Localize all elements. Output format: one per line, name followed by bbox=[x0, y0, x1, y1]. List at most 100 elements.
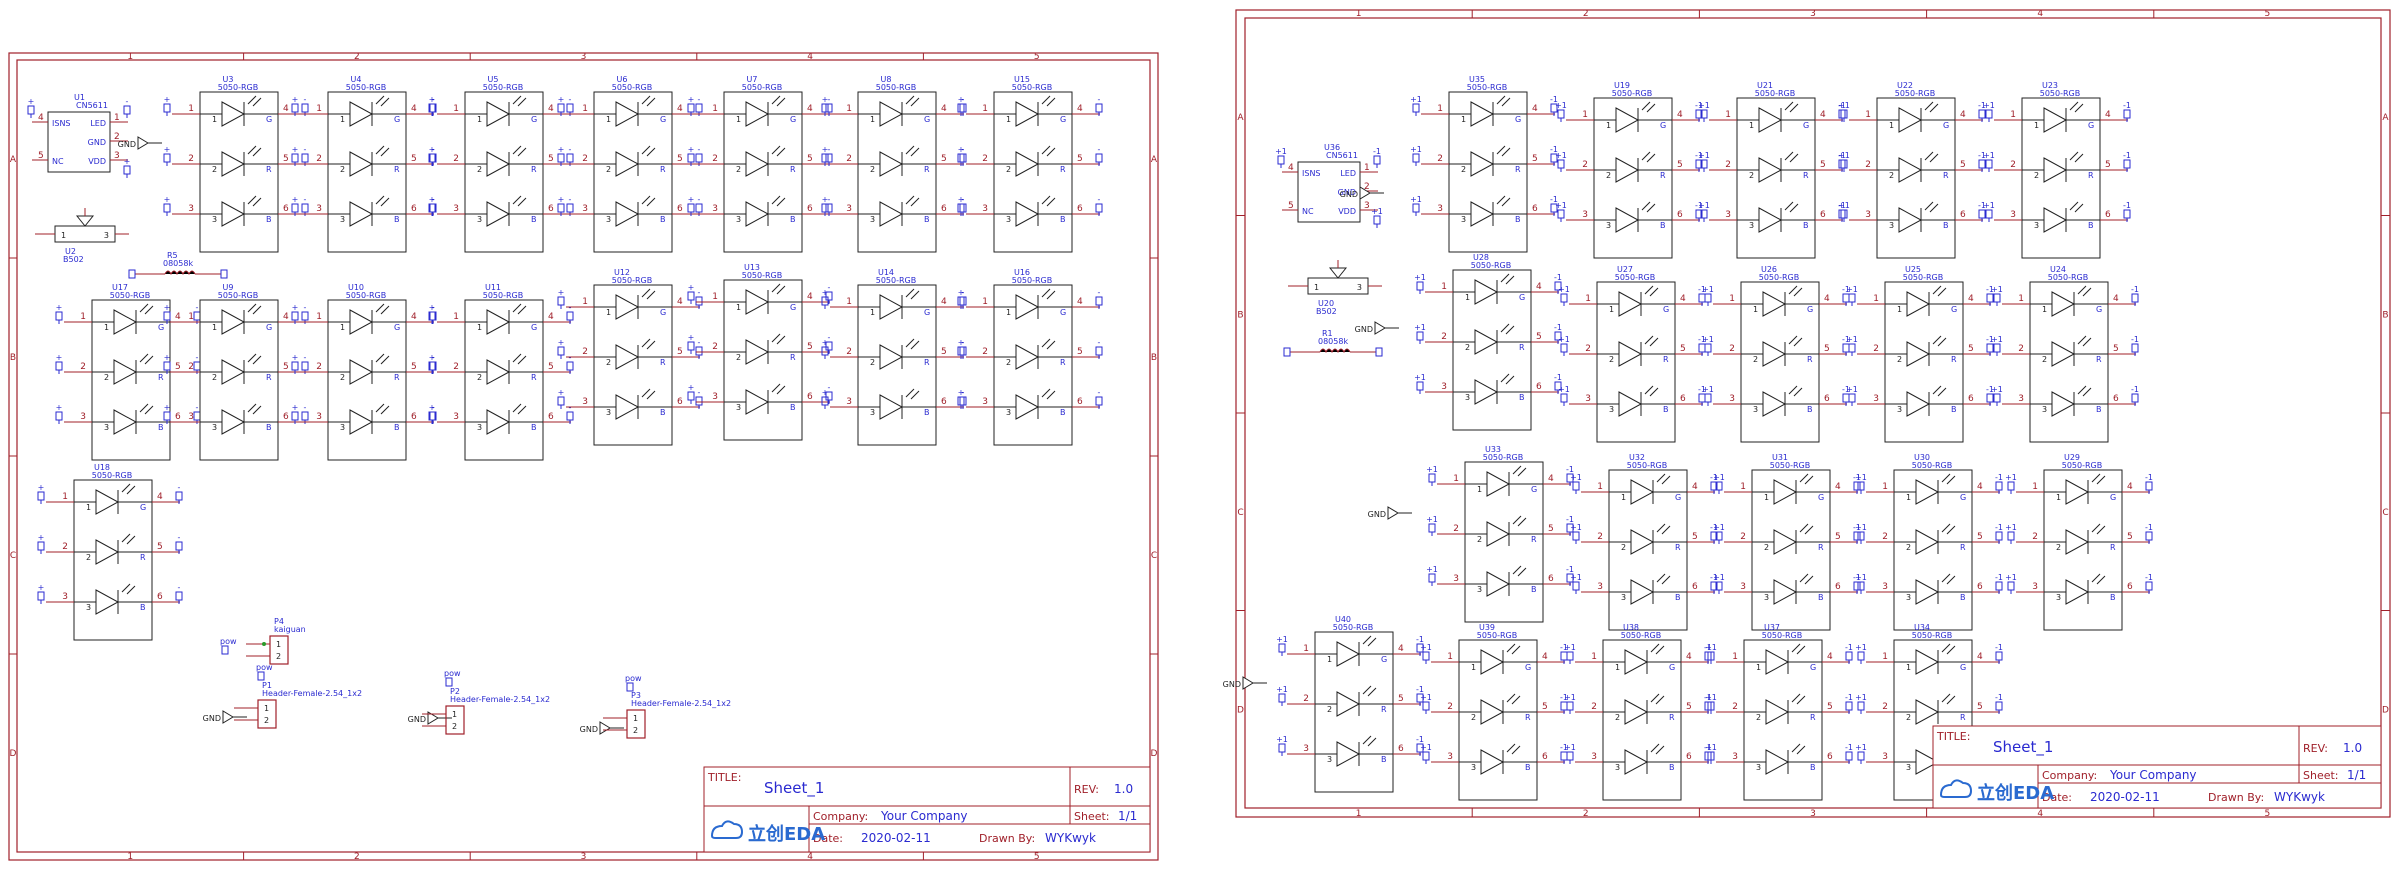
component-part: 5050-RGB bbox=[218, 291, 259, 300]
pin-name: R bbox=[790, 165, 796, 174]
component-ref: U17 bbox=[112, 283, 128, 292]
diode-triangle bbox=[221, 151, 246, 177]
diode-triangle bbox=[349, 409, 374, 435]
flag-label: +1 bbox=[1276, 735, 1288, 744]
pin-number: 5 bbox=[2113, 344, 2119, 354]
flag-box bbox=[1422, 701, 1430, 711]
net-flag: +1 bbox=[1838, 151, 1850, 172]
pin-number: 5 bbox=[677, 347, 683, 357]
diode-triangle bbox=[95, 589, 120, 615]
component-body bbox=[723, 91, 803, 253]
pin-number-inner: 1 bbox=[870, 115, 875, 124]
pin-number: 6 bbox=[411, 204, 417, 214]
component-ref: U32 bbox=[1629, 453, 1645, 462]
flag-label: +1 bbox=[1713, 523, 1725, 532]
tb-rev-label: REV: bbox=[1074, 783, 1099, 796]
diode-triangle bbox=[221, 101, 246, 127]
flag-label: +1 bbox=[1983, 101, 1995, 110]
pin-number-inner: 2 bbox=[606, 358, 611, 367]
net-flag: +1 bbox=[1564, 643, 1576, 664]
flag-label: -1 bbox=[1704, 743, 1712, 752]
emission-arrow bbox=[1650, 643, 1665, 655]
component-part: 5050-RGB bbox=[612, 83, 653, 92]
gnd-symbol: GND bbox=[1368, 506, 1412, 520]
flag-box bbox=[1853, 481, 1861, 491]
diode-triangle bbox=[221, 359, 246, 385]
pin-number: 3 bbox=[1732, 752, 1738, 762]
pin-number: 1 bbox=[1725, 110, 1731, 120]
pin-name: B bbox=[1531, 585, 1537, 594]
component-body bbox=[1458, 639, 1538, 801]
zone-label-bottom: 2 bbox=[1583, 809, 1589, 819]
pin-number-inner: 1 bbox=[1006, 308, 1011, 317]
diode-triangle bbox=[615, 101, 640, 127]
pin-name: R bbox=[1943, 171, 1949, 180]
pin-number: 1 bbox=[1740, 482, 1746, 492]
flag-box bbox=[2007, 531, 2015, 541]
net-flag: -1 bbox=[1978, 151, 1986, 172]
pin-name: R bbox=[660, 358, 666, 367]
component-ref: U16 bbox=[1014, 268, 1030, 277]
net-flag: +1 bbox=[1414, 323, 1426, 344]
flag-box bbox=[1707, 701, 1715, 711]
pin-number-inner: 3 bbox=[1756, 763, 1761, 772]
pin-name: R bbox=[1531, 535, 1537, 544]
net-flag: + bbox=[957, 288, 965, 309]
pin-number: 2 bbox=[188, 154, 194, 164]
diode-triangle bbox=[349, 359, 374, 385]
flag-label: - bbox=[828, 145, 831, 154]
pin-number-inner: 3 bbox=[2042, 405, 2047, 414]
diode-triangle bbox=[1480, 649, 1505, 675]
component-ref: R5 bbox=[167, 251, 178, 260]
flag-box bbox=[428, 203, 436, 213]
net-flag: +1 bbox=[1410, 95, 1422, 116]
flag-label: +1 bbox=[1426, 515, 1438, 524]
diode-triangle bbox=[221, 309, 246, 335]
flag-label: +1 bbox=[1855, 643, 1867, 652]
emission-arrow bbox=[247, 303, 262, 315]
flag-box bbox=[687, 291, 695, 301]
net-flag: -1 bbox=[2145, 523, 2153, 544]
net-flag: + bbox=[37, 583, 45, 604]
flag-box bbox=[193, 411, 201, 421]
flag-box bbox=[1857, 581, 1865, 591]
component-part: 5050-RGB bbox=[2048, 273, 2089, 282]
flag-label: + bbox=[164, 303, 171, 312]
tb-title-label: TITLE: bbox=[707, 771, 741, 784]
flag-box bbox=[957, 296, 965, 306]
pin-number: 2 bbox=[582, 347, 588, 357]
component-ref: U28 bbox=[1473, 253, 1489, 262]
pow-flag: pow bbox=[625, 674, 642, 692]
flag-label: + bbox=[38, 583, 45, 592]
pin-number: 6 bbox=[677, 397, 683, 407]
flag-box bbox=[1993, 343, 2001, 353]
net-flag: +1 bbox=[1991, 335, 2003, 356]
diode-triangle bbox=[745, 289, 770, 315]
diode-triangle bbox=[1474, 279, 1499, 305]
component-ref: U31 bbox=[1772, 453, 1788, 462]
component-body bbox=[199, 91, 279, 253]
pin-number: 1 bbox=[1585, 294, 1591, 304]
pin-name: R bbox=[140, 553, 146, 562]
diode-triangle bbox=[1906, 341, 1931, 367]
flag-label: +1 bbox=[1855, 473, 1867, 482]
emission-arrow bbox=[1656, 573, 1671, 585]
flag-label: + bbox=[292, 353, 299, 362]
flag-label: +1 bbox=[1855, 573, 1867, 582]
flag-box bbox=[1560, 393, 1568, 403]
zone-label-top: 4 bbox=[2037, 9, 2043, 19]
net-flag: - bbox=[695, 388, 703, 409]
pin-number: 5 bbox=[1677, 160, 1683, 170]
pin-number: 2 bbox=[80, 362, 86, 372]
flag-label: -1 bbox=[2131, 385, 2139, 394]
flag-box bbox=[163, 103, 171, 113]
component-ref: U30 bbox=[1914, 453, 1930, 462]
flag-label: +1 bbox=[1420, 693, 1432, 702]
flag-label: + bbox=[164, 195, 171, 204]
pin-number: 1 bbox=[846, 104, 852, 114]
